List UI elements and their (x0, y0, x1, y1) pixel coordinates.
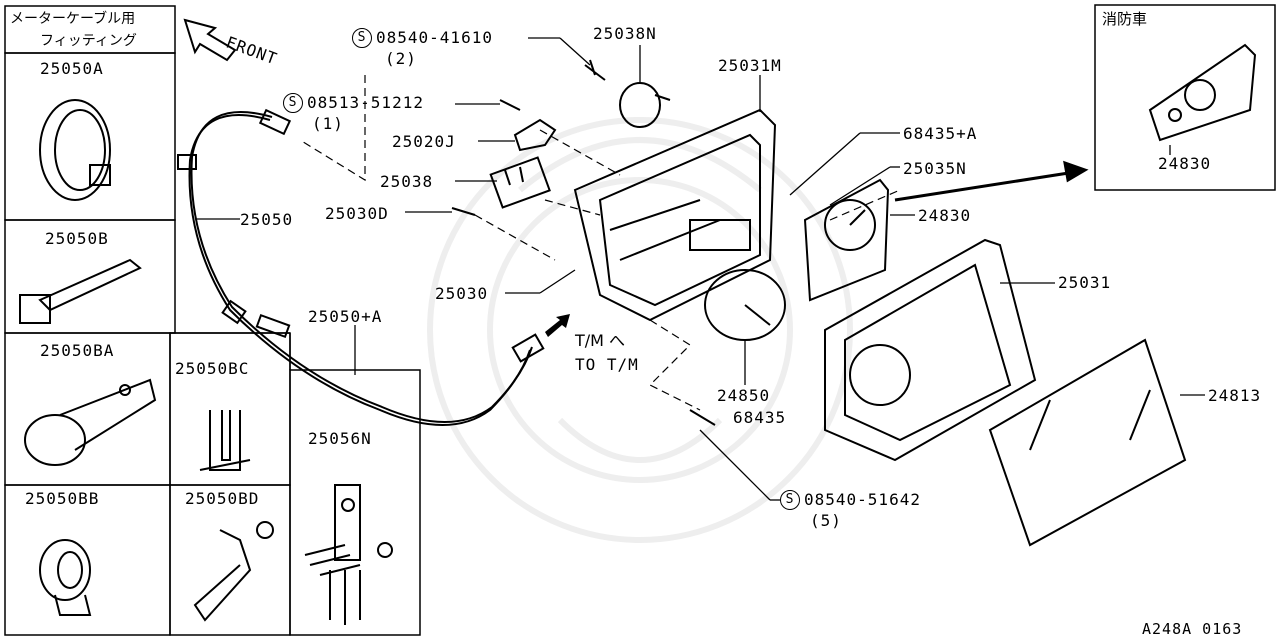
dashed-assembly-lines (299, 75, 901, 411)
legend-code-25050B: 25050B (45, 229, 109, 248)
speedometer-24850 (704, 269, 786, 341)
legend-code-25050BC: 25050BC (175, 359, 250, 378)
legend-code-25050BD: 25050BD (185, 489, 260, 508)
screw-symbol-icon: S (283, 93, 303, 113)
front-arrow (183, 18, 237, 62)
label-25020J: 25020J (392, 132, 456, 151)
screw-symbol-icon: S (352, 28, 372, 48)
part-25050BC-sketch (199, 410, 251, 471)
label-25050-plus-A: 25050+A (308, 307, 383, 326)
legend-table (4, 5, 421, 636)
screw-mid-qty: (1) (312, 114, 344, 133)
label-24813: 24813 (1208, 386, 1262, 405)
screws (451, 59, 716, 426)
screw-top-qty: (2) (385, 49, 417, 68)
screw-label-bottom: S 08540-51642 (780, 490, 921, 510)
legend-code-25050A: 25050A (40, 59, 104, 78)
screw-symbol-icon: S (780, 490, 800, 510)
label-68435: 68435 (733, 408, 787, 427)
lamp-25038N (619, 82, 671, 128)
part-25050BD-sketch (193, 521, 274, 622)
label-25038N: 25038N (593, 24, 657, 43)
screw-top-code: 08540-41610 (376, 28, 493, 47)
inset-code: 24830 (1158, 154, 1212, 173)
label-tm-line1: T/M へ (575, 331, 626, 350)
legend-code-25050BA: 25050BA (40, 341, 115, 360)
label-25050: 25050 (240, 210, 294, 229)
screw-label-mid: S 08513-51212 (283, 93, 424, 113)
gauge-panel-24830 (803, 178, 890, 302)
label-25031M: 25031M (718, 56, 782, 75)
label-25031: 25031 (1058, 273, 1112, 292)
part-25050BA-sketch (24, 378, 157, 466)
watermark-emblem (427, 117, 853, 543)
screw-bottom-qty: (5) (810, 511, 842, 530)
legend-title-line1: メーターケーブル用 (10, 11, 136, 27)
label-24850: 24850 (717, 386, 771, 405)
switch-25038 (489, 156, 551, 209)
screw-mid-code: 08513-51212 (307, 93, 424, 112)
tm-arrow (545, 314, 570, 337)
part-25050A-sketch (39, 99, 111, 201)
arrow-to-inset (894, 160, 1089, 202)
label-24830: 24830 (918, 206, 972, 225)
glass-24813 (988, 338, 1187, 547)
legend-code-25050BB: 25050BB (25, 489, 100, 508)
legend-title-line2: フィッティング (40, 33, 137, 49)
drawing-id: A248A 0163 (1142, 620, 1243, 638)
part-25050BB-sketch (39, 539, 92, 616)
bracket-25020J (513, 118, 557, 152)
screw-label-top: S 08540-41610 (352, 28, 493, 48)
inset-gauge-sketch (1148, 43, 1257, 142)
screw-bottom-code: 08540-51642 (804, 490, 921, 509)
part-25050B-sketch (19, 258, 142, 324)
label-25030: 25030 (435, 284, 489, 303)
label-25038: 25038 (380, 172, 434, 191)
legend-code-25056N: 25056N (308, 429, 372, 448)
cluster-lid-25031 (824, 238, 1037, 462)
leader-lines (195, 37, 1205, 501)
label-tm-line2: TO T/M (575, 355, 639, 374)
inset-title: 消防車 (1102, 10, 1148, 28)
label-25030D: 25030D (325, 204, 389, 223)
label-25035N: 25035N (903, 159, 967, 178)
inset-box (1094, 4, 1276, 191)
label-68435-plus-A: 68435+A (903, 124, 978, 143)
meter-cable (177, 108, 545, 426)
part-25056N-sketch (304, 484, 393, 625)
